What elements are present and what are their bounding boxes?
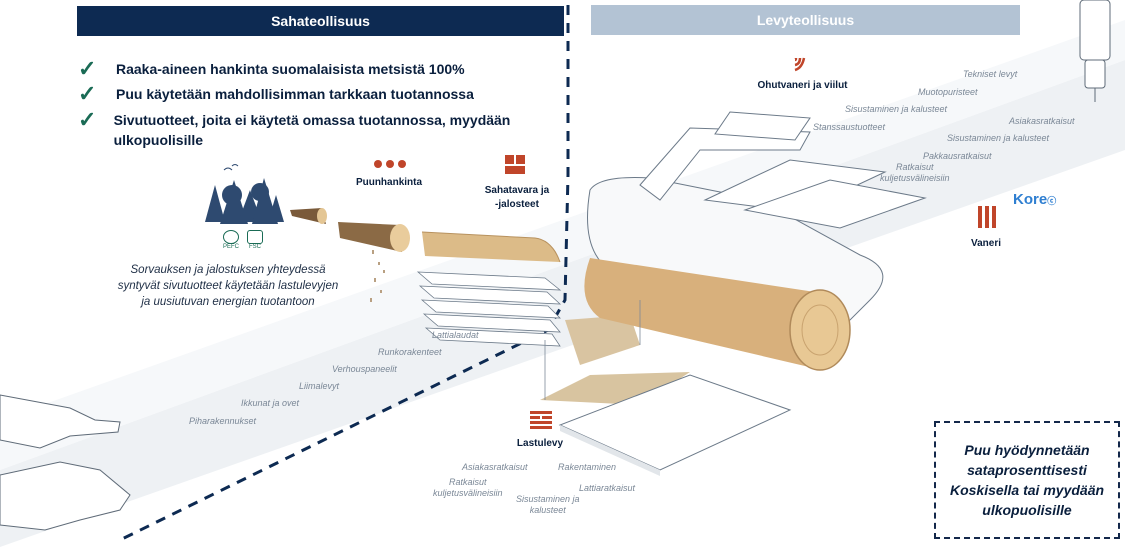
label-puunhankinta: Puunhankinta bbox=[355, 177, 423, 188]
product-sisustaminen-3: Sisustaminen ja kalusteet bbox=[516, 494, 580, 516]
medium-log bbox=[338, 222, 410, 252]
product-runkorakenteet: Runkorakenteet bbox=[378, 347, 442, 357]
divider-dashed bbox=[119, 5, 570, 542]
header-sawmill: Sahateollisuus bbox=[77, 6, 564, 36]
gloves bbox=[0, 394, 131, 531]
product-verhouspaneelit: Verhouspaneelit bbox=[332, 364, 397, 374]
header-panel: Levyteollisuus bbox=[591, 5, 1020, 35]
product-ratkaisut-2: Ratkaisut kuljetusvälineisiin bbox=[433, 477, 503, 499]
drill bbox=[1079, 0, 1111, 102]
product-sisustaminen-2: Sisustaminen ja kalusteet bbox=[947, 133, 1050, 143]
label-vaneri: Vaneri bbox=[970, 238, 1002, 249]
product-liimalevyt: Liimalevyt bbox=[299, 381, 340, 391]
stacked-boards bbox=[416, 271, 562, 347]
guide-lines bbox=[544, 300, 641, 400]
bullet-text: Raaka-aineen hankinta suomalaisista mets… bbox=[116, 61, 465, 77]
product-stanssaustuotteet: Stanssaustuotteet bbox=[813, 122, 886, 132]
signal-waves-icon bbox=[794, 57, 806, 72]
product-ikkunat: Ikkunat ja ovet bbox=[241, 398, 300, 408]
sawdust bbox=[370, 250, 385, 302]
product-ratkaisut-2-line1: Ratkaisut bbox=[449, 477, 487, 487]
forest-icon bbox=[205, 178, 284, 224]
bullet-item-2: ✓ Puu käytetään mahdollisimman tarkkaan … bbox=[78, 81, 474, 106]
product-piharakennukset: Piharakennukset bbox=[189, 416, 257, 426]
small-log bbox=[290, 208, 327, 224]
product-sisustaminen-3-line1: Sisustaminen ja bbox=[516, 494, 580, 504]
vertical-bars-icon bbox=[978, 206, 996, 228]
product-pakkausratkaisut: Pakkausratkaisut bbox=[923, 151, 992, 161]
stacked-boards-icon bbox=[505, 155, 525, 175]
product-sisustaminen-1: Sisustaminen ja kalusteet bbox=[845, 104, 948, 114]
wood-chips bbox=[565, 315, 640, 365]
check-icon: ✓ bbox=[78, 56, 97, 81]
certifications: PEFC FSC bbox=[223, 230, 264, 250]
conveyor-band-top bbox=[0, 20, 1125, 470]
product-tekniset-levyt: Tekniset levyt bbox=[963, 69, 1018, 79]
product-ratkaisut-2-line2: kuljetusvälineisiin bbox=[433, 488, 503, 498]
label-sahatavara-line2: -jalosteet bbox=[495, 199, 539, 210]
sawmill-description: Sorvauksen ja jalostuksen yhteydessä syn… bbox=[117, 264, 339, 308]
kore-logo: Koreⓒ bbox=[1013, 191, 1057, 208]
callout-text: Puu hyödynnetään sataprosenttisesti Kosk… bbox=[949, 442, 1105, 518]
half-log bbox=[421, 231, 561, 263]
veneer-sheets bbox=[703, 159, 927, 229]
label-sahatavara: Sahatavara ja -jalosteet bbox=[472, 184, 562, 212]
product-ratkaisut-1-line1: Ratkaisut bbox=[896, 162, 934, 172]
fsc-logo: FSC bbox=[247, 230, 264, 250]
product-sisustaminen-3-line2: kalusteet bbox=[529, 505, 566, 515]
particleboard-sheet bbox=[558, 374, 792, 476]
check-icon: ✓ bbox=[78, 107, 97, 132]
product-asiakasratkaisut-1: Asiakasratkaisut bbox=[1009, 116, 1075, 126]
product-ratkaisut-1-line2: kuljetusvälineisiin bbox=[880, 173, 950, 183]
label-ohutvaneri: Ohutvaneri ja viilut bbox=[757, 80, 848, 91]
bullet-text: Puu käytetään mahdollisimman tarkkaan tu… bbox=[116, 86, 474, 102]
check-icon: ✓ bbox=[78, 81, 97, 106]
product-lattiaratkaisut: Lattiaratkaisut bbox=[579, 483, 636, 493]
three-dots-icon bbox=[374, 160, 406, 168]
product-ratkaisut-1: Ratkaisut kuljetusvälineisiin bbox=[880, 162, 950, 184]
big-log bbox=[584, 258, 851, 371]
callout-box: Puu hyödynnetään sataprosenttisesti Kosk… bbox=[934, 421, 1120, 539]
product-lattialaudat: Lattialaudat bbox=[432, 330, 479, 340]
label-lastulevy: Lastulevy bbox=[516, 438, 564, 449]
pefc-logo: PEFC bbox=[223, 230, 239, 250]
product-muotopuristeet: Muotopuristeet bbox=[918, 87, 978, 97]
bullet-item-3: ✓ Sivutuotteet, joita ei käytetä omassa … bbox=[78, 107, 558, 150]
bullet-item-1: ✓ Raaka-aineen hankinta suomalaisista me… bbox=[78, 56, 465, 81]
label-sahatavara-line1: Sahatavara ja bbox=[484, 185, 550, 196]
bullet-text: Sivutuotteet, joita ei käytetä omassa tu… bbox=[113, 112, 511, 148]
product-asiakasratkaisut-2: Asiakasratkaisut bbox=[462, 462, 528, 472]
product-rakentaminen: Rakentaminen bbox=[558, 462, 617, 472]
layered-bars-icon bbox=[530, 411, 552, 429]
